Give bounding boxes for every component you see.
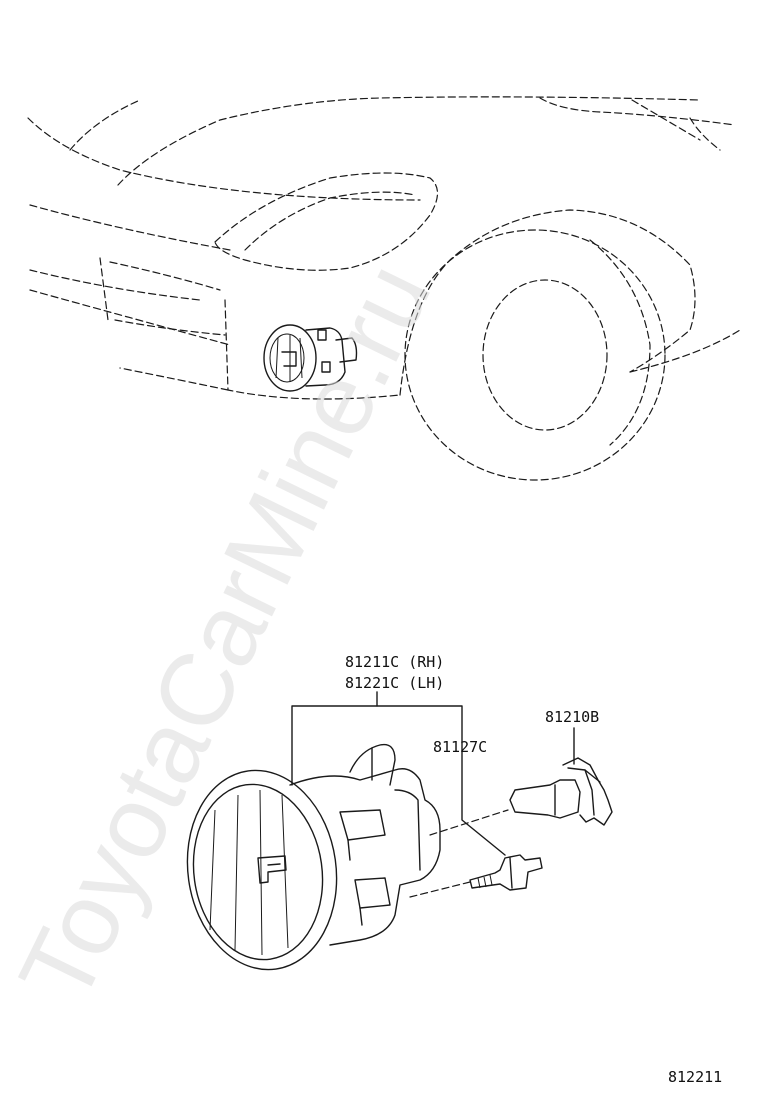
figure-number: 812211 — [668, 1068, 722, 1086]
label-81211c-rh: 81211C (RH) — [345, 653, 444, 671]
car-fog-lamp — [263, 324, 358, 392]
label-81210b: 81210B — [545, 708, 599, 726]
alignment-line-socket — [409, 881, 471, 898]
alignment-line-bulb — [429, 809, 509, 836]
socket-81127c — [469, 854, 543, 891]
watermark: ToyotaCarMine.ru — [0, 246, 453, 1020]
fog-lamp-assembly-exploded — [186, 743, 441, 971]
bulb-81210b — [509, 757, 613, 826]
leader-lines — [291, 691, 575, 856]
label-81221c-lh: 81221C (LH) — [345, 674, 444, 692]
car-front-view — [27, 96, 741, 481]
label-81127c: 81127C — [433, 738, 487, 756]
